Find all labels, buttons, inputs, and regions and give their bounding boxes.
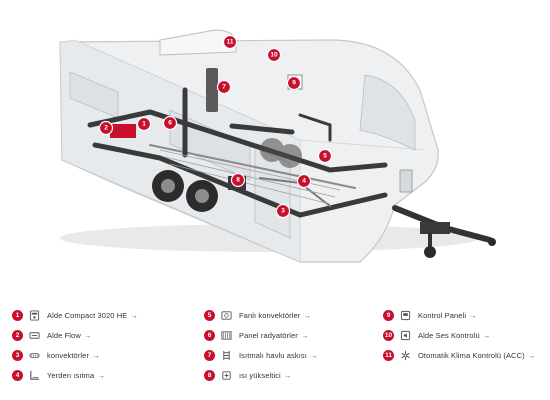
wheel-inner <box>260 138 302 168</box>
legend-number: 5 <box>204 309 215 321</box>
heating-pipes <box>87 87 388 218</box>
legend-label: Kontrol Paneli <box>418 310 467 320</box>
arrow-right-icon: → <box>83 330 92 340</box>
svg-text:6: 6 <box>168 120 172 127</box>
marker-10[interactable]: 10 <box>266 47 282 63</box>
arrow-right-icon: → <box>92 350 100 360</box>
convector-icon <box>29 350 40 361</box>
legend-item-8[interactable]: 8 ısı yükseltici → <box>204 368 291 382</box>
legend-label: Otomatik Klima Kontrolü (ACC) <box>418 350 525 360</box>
sound-control-icon <box>400 330 411 341</box>
control-panel-icon <box>400 310 411 321</box>
arrow-right-icon: → <box>469 310 477 320</box>
arrow-right-icon: → <box>283 370 292 380</box>
legend-item-10[interactable]: 10 Alde Ses Kontrolü → <box>383 328 490 342</box>
svg-text:2: 2 <box>104 125 108 132</box>
legend-number: 11 <box>383 349 394 361</box>
legend-number: 9 <box>383 309 394 321</box>
marker-8[interactable]: 8 <box>230 172 246 188</box>
legend-number: 8 <box>204 369 215 381</box>
arrow-right-icon: → <box>97 370 105 380</box>
arrow-right-icon: → <box>309 350 318 360</box>
legend-item-9[interactable]: 9 Kontrol Paneli → <box>383 308 477 322</box>
boiler-icon <box>29 309 40 321</box>
legend-number: 2 <box>12 329 23 341</box>
legend-number: 7 <box>204 349 215 361</box>
arrow-right-icon: → <box>303 310 311 320</box>
legend-item-4[interactable]: 4 Yerden ısıtma → <box>12 368 105 382</box>
towel-rail-icon <box>221 350 232 361</box>
panel-radiator-icon <box>221 330 232 341</box>
marker-4[interactable]: 4 <box>296 173 312 189</box>
legend-label: Alde Flow <box>47 330 81 340</box>
towel-rail <box>206 68 218 112</box>
marker-3[interactable]: 3 <box>275 203 291 219</box>
arrow-right-icon: → <box>527 350 536 360</box>
marker-9[interactable]: 9 <box>286 75 302 91</box>
svg-text:11: 11 <box>227 39 234 46</box>
legend-item-6[interactable]: 6 Panel radyatörler → <box>204 328 308 342</box>
marker-1[interactable]: 1 <box>136 116 152 132</box>
legend: 1 Alde Compact 3020 HE → 2 Alde Flow → 3… <box>0 308 550 398</box>
legend-item-11[interactable]: 11 Otomatik Klima Kontrolü (ACC) → <box>383 348 535 362</box>
arrow-right-icon: → <box>130 310 138 320</box>
floor-heating-icon <box>29 370 40 381</box>
marker-11[interactable]: 11 <box>222 34 238 50</box>
legend-number: 6 <box>204 329 215 341</box>
marker-7[interactable]: 7 <box>216 79 232 95</box>
legend-item-2[interactable]: 2 Alde Flow → <box>12 328 91 342</box>
legend-label: Yerden ısıtma <box>47 370 95 380</box>
flow-icon <box>29 330 40 341</box>
svg-text:1: 1 <box>142 121 146 128</box>
legend-label: Panel radyatörler <box>239 330 298 340</box>
svg-text:3: 3 <box>281 208 285 215</box>
boiler-unit <box>110 124 136 138</box>
svg-text:4: 4 <box>302 178 306 185</box>
legend-number: 4 <box>12 369 23 381</box>
fan-convector-icon <box>221 310 232 321</box>
legend-label: Alde Compact 3020 HE <box>47 310 128 320</box>
legend-label: Alde Ses Kontrolü <box>418 330 480 340</box>
legend-item-3[interactable]: 3 konvektörler → <box>12 348 100 362</box>
legend-label: konvektörler <box>47 350 90 360</box>
legend-item-1[interactable]: 1 Alde Compact 3020 HE → <box>12 308 138 322</box>
wheel-rear <box>186 180 218 212</box>
drawbar <box>392 205 496 258</box>
svg-text:7: 7 <box>222 84 226 91</box>
marker-6[interactable]: 6 <box>162 115 178 131</box>
arrow-right-icon: → <box>300 330 309 340</box>
caravan-heating-diagram: 1 2 3 4 5 6 7 8 9 10 11 <box>59 29 496 263</box>
legend-item-7[interactable]: 7 Isıtmalı havlu askısı → <box>204 348 317 362</box>
legend-label: ısı yükseltici <box>239 370 281 380</box>
legend-number: 10 <box>383 329 394 341</box>
ac-unit <box>399 169 413 193</box>
svg-text:9: 9 <box>292 80 296 87</box>
legend-number: 3 <box>12 349 23 361</box>
marker-5[interactable]: 5 <box>317 148 333 164</box>
legend-label: Isıtmalı havlu askısı <box>239 350 307 360</box>
legend-item-5[interactable]: 5 Fanlı konvektörler → <box>204 308 311 322</box>
svg-text:8: 8 <box>236 177 240 184</box>
arrow-right-icon: → <box>482 330 491 340</box>
marker-2[interactable]: 2 <box>98 120 114 136</box>
legend-label: Fanlı konvektörler <box>239 310 301 320</box>
svg-text:5: 5 <box>323 153 327 160</box>
svg-text:10: 10 <box>270 52 278 59</box>
wheel-front <box>152 170 184 202</box>
climate-control-icon <box>400 350 411 361</box>
heat-booster-icon <box>221 370 232 381</box>
legend-number: 1 <box>12 309 23 321</box>
